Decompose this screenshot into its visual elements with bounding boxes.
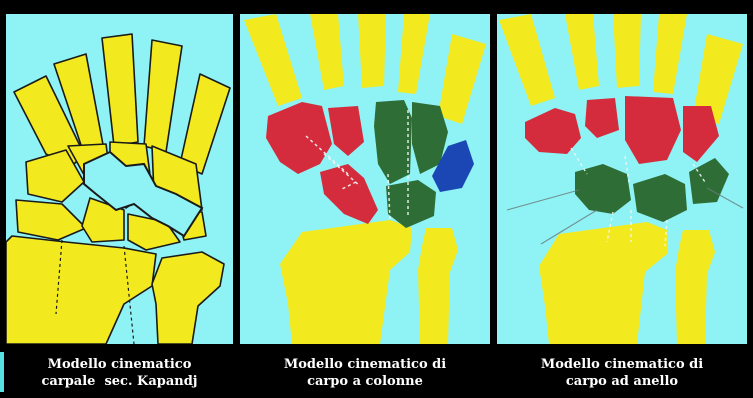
caption-columns: Modello cinematico di carpo a colonne	[240, 348, 490, 398]
ring-carpus-illustration	[497, 14, 747, 344]
caption-line-2: carpo a colonne	[240, 373, 490, 390]
metacarpal-3	[613, 14, 641, 88]
kapandji-wrist-illustration	[6, 14, 233, 344]
caption-ring: Modello cinematico di carpo ad anello	[497, 348, 747, 398]
panel-ring	[497, 14, 747, 344]
caption-kapandji: Modello cinematico carpale sec. Kapandj	[6, 348, 233, 398]
left-edge-strip	[0, 352, 4, 392]
panel-kapandji	[6, 14, 233, 344]
caption-line-1: Modello cinematico	[6, 356, 233, 373]
caption-line-1: Modello cinematico di	[240, 356, 490, 373]
caption-line-2: carpale sec. Kapandj	[6, 373, 233, 390]
caption-line-2: carpo ad anello	[497, 373, 747, 390]
columnar-carpus-illustration	[240, 14, 490, 344]
caption-line-1: Modello cinematico di	[497, 356, 747, 373]
panel-columns	[240, 14, 490, 344]
metacarpal-3	[358, 14, 386, 88]
